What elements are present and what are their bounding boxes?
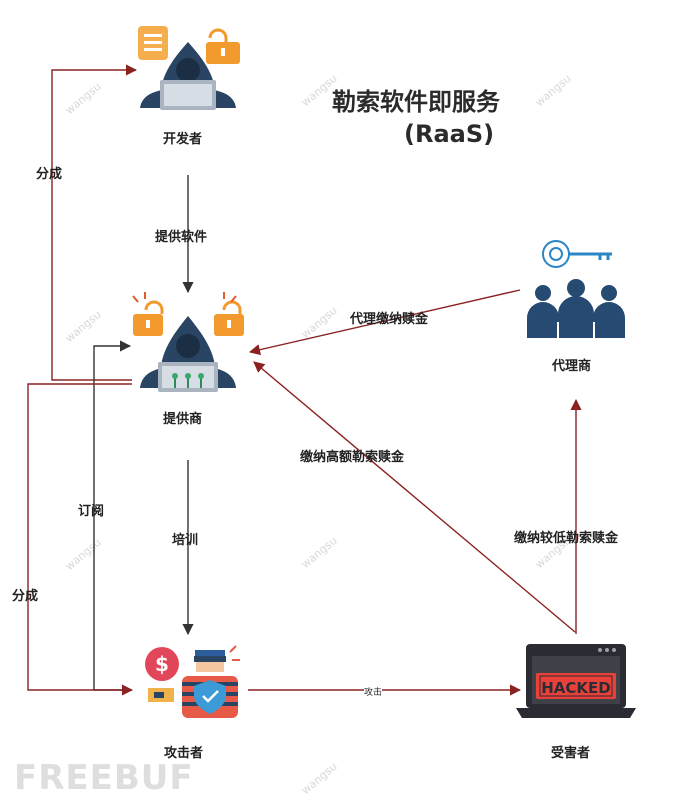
hacked-text: HACKED — [541, 679, 611, 697]
diagram-title-abbr: (RaaS) — [404, 120, 495, 148]
agent-icon — [527, 240, 625, 338]
edge-label-share-top: 分成 — [36, 167, 63, 182]
edge-label-subscribe: 订阅 — [78, 504, 105, 519]
developer-icon — [138, 26, 240, 110]
victim-icon: HACKED — [516, 644, 636, 718]
arrow-share-top — [51, 64, 138, 381]
edge-label-attack: 攻击 — [364, 685, 383, 698]
arrow-share-left — [27, 383, 134, 696]
node-agent: 代理商 — [552, 359, 592, 374]
edge-label-pay-high: 缴纳高额勒索赎金 — [300, 450, 405, 465]
arrow-agent-pay — [248, 289, 521, 356]
edge-label-provide-software: 提供软件 — [155, 230, 208, 245]
svg-text:$: $ — [155, 652, 169, 676]
node-victim: 受害者 — [551, 746, 591, 761]
edge-label-train: 培训 — [172, 533, 199, 548]
node-developer: 开发者 — [163, 132, 203, 147]
attacker-icon: $ — [145, 645, 240, 718]
freebuf-logo: FREEBUF — [14, 758, 194, 798]
edge-label-pay-low: 缴纳较低勒索赎金 — [514, 531, 619, 546]
edge-label-share-left: 分成 — [12, 589, 39, 604]
provider-icon — [132, 292, 244, 392]
node-attacker: 攻击者 — [164, 746, 204, 761]
diagram-title: 勒索软件即服务 — [332, 88, 500, 116]
arrow-pay-high — [253, 361, 576, 633]
edge-label-agent-pay: 代理缴纳赎金 — [350, 312, 429, 327]
node-provider: 提供商 — [163, 412, 203, 427]
